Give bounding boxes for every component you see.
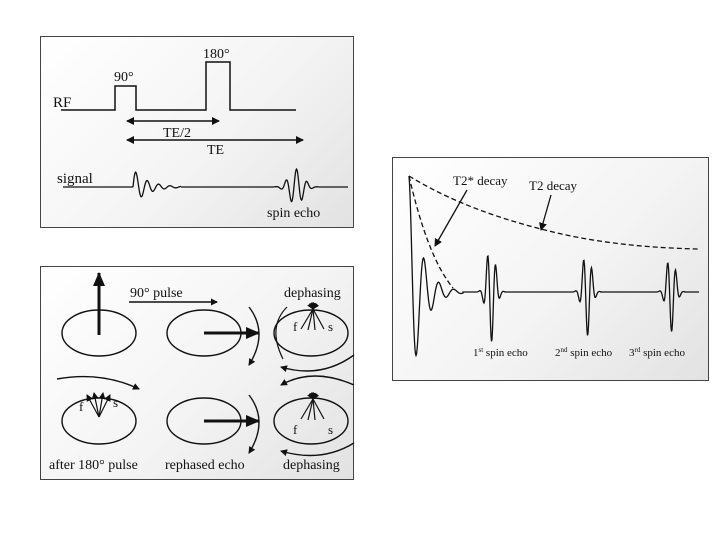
dephase-spin-1 xyxy=(300,302,320,330)
f-label-bottom: f xyxy=(293,422,298,437)
f-label-after180: f xyxy=(79,399,84,414)
dephase-bottom-spin-2 xyxy=(307,392,318,421)
spin-vector-panel: 90° pulse dephasing f s f s after 180° p… xyxy=(40,266,355,480)
after180-spin-3 xyxy=(98,392,106,418)
spin-echo-label: spin echo xyxy=(267,206,320,221)
echo-train-diagram: T2* decay T2 decay 1st spin echo 2nd spi… xyxy=(408,173,700,359)
t2-decay-curve xyxy=(408,175,700,250)
echo2-label: 2nd spin echo xyxy=(555,346,613,359)
rotation-arc-bottom-middle xyxy=(248,394,260,454)
rf-line xyxy=(61,61,296,111)
dephasing-arc-bottom xyxy=(280,442,355,457)
rephasing-arc xyxy=(56,375,140,390)
dephasing-arc-top xyxy=(280,354,355,373)
after180-spin-2 xyxy=(91,392,100,418)
after180-label: after 180° pulse xyxy=(49,458,138,473)
pulse-sequence-diagram: RF 90° 180° TE/2 TE signal spin echo xyxy=(53,47,348,221)
spin-vector-diagram: 90° pulse dephasing f s f s after 180° p… xyxy=(49,272,355,473)
t2-pointer-arrow xyxy=(539,194,552,231)
echo3-label: 3rd spin echo xyxy=(629,346,685,359)
pulse90-label: 90° pulse xyxy=(130,286,183,301)
fid-signal xyxy=(132,171,182,198)
te-label: TE xyxy=(207,143,224,158)
dephase-bottom-spin-3 xyxy=(308,392,316,421)
spin-echo-signal xyxy=(273,167,319,203)
dephase-bottom-spin-4 xyxy=(307,392,325,420)
echo-train-waveform xyxy=(408,175,699,358)
dephasing-arc-bottom-in xyxy=(280,375,355,386)
spin-ellipse-after-180 xyxy=(61,397,137,445)
echo1-label: 1st spin echo xyxy=(473,346,528,359)
dephase-spin-3 xyxy=(308,302,316,331)
t2star-pointer-arrow xyxy=(434,189,468,247)
dephasing-top-label: dephasing xyxy=(284,286,341,301)
pulse-180-label: 180° xyxy=(203,47,230,62)
rephased-label: rephased echo xyxy=(165,458,245,473)
s-label-top: s xyxy=(328,319,333,334)
dephase-bottom-spin-1 xyxy=(300,392,320,420)
t2-label: T2 decay xyxy=(529,178,578,193)
pulse-90-label: 90° xyxy=(114,70,134,85)
t2star-decay-curve xyxy=(408,175,454,289)
s-label-after180: s xyxy=(113,395,118,410)
pulse-sequence-panel: RF 90° 180° TE/2 TE signal spin echo xyxy=(40,36,354,228)
rotation-arc-top-right-left xyxy=(275,306,288,360)
rotation-arc-top-middle xyxy=(248,306,260,366)
after180-spin-1 xyxy=(86,394,100,418)
after180-spin-4 xyxy=(98,394,111,418)
dephasing-bottom-label: dephasing xyxy=(283,458,340,473)
dephase-spin-4 xyxy=(307,302,325,330)
rf-label: RF xyxy=(53,95,71,111)
s-label-bottom: s xyxy=(328,422,333,437)
echo-train-panel: T2* decay T2 decay 1st spin echo 2nd spi… xyxy=(392,157,709,381)
dephase-spin-2 xyxy=(307,302,318,331)
t2star-label: T2* decay xyxy=(453,173,508,188)
spin-ellipse-dephasing-top xyxy=(273,309,349,357)
signal-label: signal xyxy=(57,171,93,187)
te-half-label: TE/2 xyxy=(163,126,191,141)
f-label-top: f xyxy=(293,319,298,334)
